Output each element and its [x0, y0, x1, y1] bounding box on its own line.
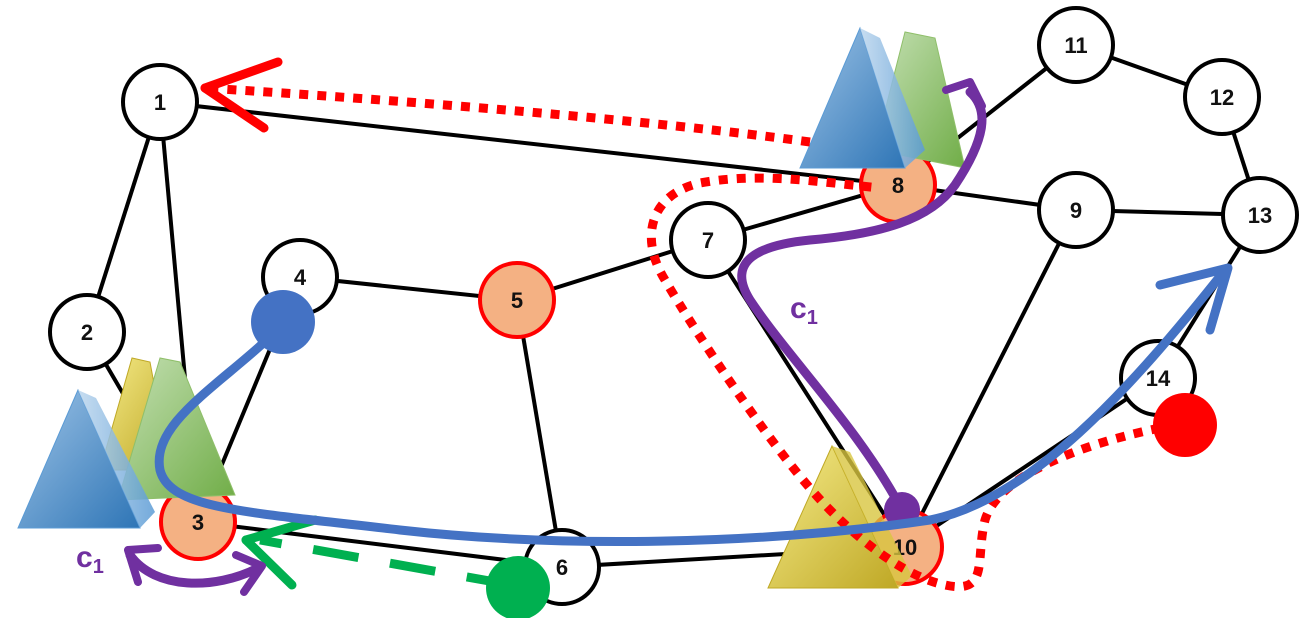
node-label-9: 9	[1070, 198, 1082, 223]
node-circle-7	[669, 201, 747, 279]
blue-dot-start	[251, 290, 315, 354]
node-circle-11	[1037, 6, 1115, 84]
edge-5-6	[515, 299, 564, 568]
node-label-13: 13	[1248, 203, 1272, 228]
green-dashed-path	[259, 535, 513, 590]
node-circle-12	[1183, 58, 1261, 136]
node-circle-1	[121, 63, 199, 141]
node-label-3: 3	[192, 510, 204, 535]
red-arrowhead	[200, 57, 283, 133]
node-label-6: 6	[556, 555, 568, 580]
node-label-14: 14	[1146, 366, 1171, 391]
curve-label-c1-right-sub: 1	[807, 307, 818, 329]
purple-path	[737, 87, 987, 515]
purple-double-arrow-head-right	[232, 551, 266, 596]
node-11: 11	[1037, 6, 1115, 84]
node-label-4: 4	[294, 265, 307, 290]
pyramid-green-left	[117, 357, 236, 501]
node-label-12: 12	[1210, 85, 1234, 110]
curve-label-c1-left-main: c	[76, 541, 93, 574]
purple-double-arrow	[125, 550, 263, 588]
blue-path	[154, 265, 1230, 546]
edge-9-10	[903, 209, 1078, 548]
pyramid-group-top	[799, 26, 966, 169]
node-2: 2	[48, 293, 126, 371]
red-dotted-path-top	[204, 83, 811, 147]
curve-label-c1-right-main: c	[790, 292, 807, 325]
node-circle-9	[1037, 171, 1115, 249]
node-12: 12	[1183, 58, 1261, 136]
pyramid-group-left	[17, 357, 236, 529]
purple-double-arrow-head-left	[124, 544, 162, 586]
node-label-7: 7	[702, 228, 714, 253]
pyramid-blue-top-side	[860, 28, 925, 168]
node-label-5: 5	[511, 288, 523, 313]
red-dot-start	[1153, 393, 1217, 457]
node-label-8: 8	[892, 173, 904, 198]
curve-label-c1-right: c1	[790, 292, 818, 329]
node-circle-5	[478, 261, 556, 339]
red-dotted-path	[646, 173, 1161, 592]
edge-1-2	[85, 101, 162, 333]
node-13: 13	[1221, 176, 1299, 254]
edge-10-14	[903, 376, 1160, 549]
node-label-2: 2	[81, 320, 93, 345]
node-7: 7	[669, 201, 747, 279]
curve-label-c1-left: c1	[76, 541, 104, 578]
pyramid-group-bottom	[767, 444, 912, 589]
node-circle-13	[1221, 176, 1299, 254]
curve-label-c1-left-sub: 1	[93, 556, 104, 578]
node-5: 5	[478, 261, 556, 339]
blue-arrowhead	[1155, 263, 1233, 335]
node-9: 9	[1037, 171, 1115, 249]
node-label-11: 11	[1064, 33, 1087, 58]
node-label-1: 1	[154, 90, 166, 115]
purple-arrowhead-top	[942, 78, 986, 110]
edge-7-10	[706, 238, 907, 549]
node-1: 1	[121, 63, 199, 141]
pyramid-yellow-bottom-side	[832, 446, 912, 588]
green-dot-start	[486, 556, 550, 618]
edge-3-6	[197, 520, 563, 569]
pyramid-blue-left-side	[78, 390, 155, 528]
edge-1-8	[159, 100, 899, 187]
node-circle-2	[48, 293, 126, 371]
